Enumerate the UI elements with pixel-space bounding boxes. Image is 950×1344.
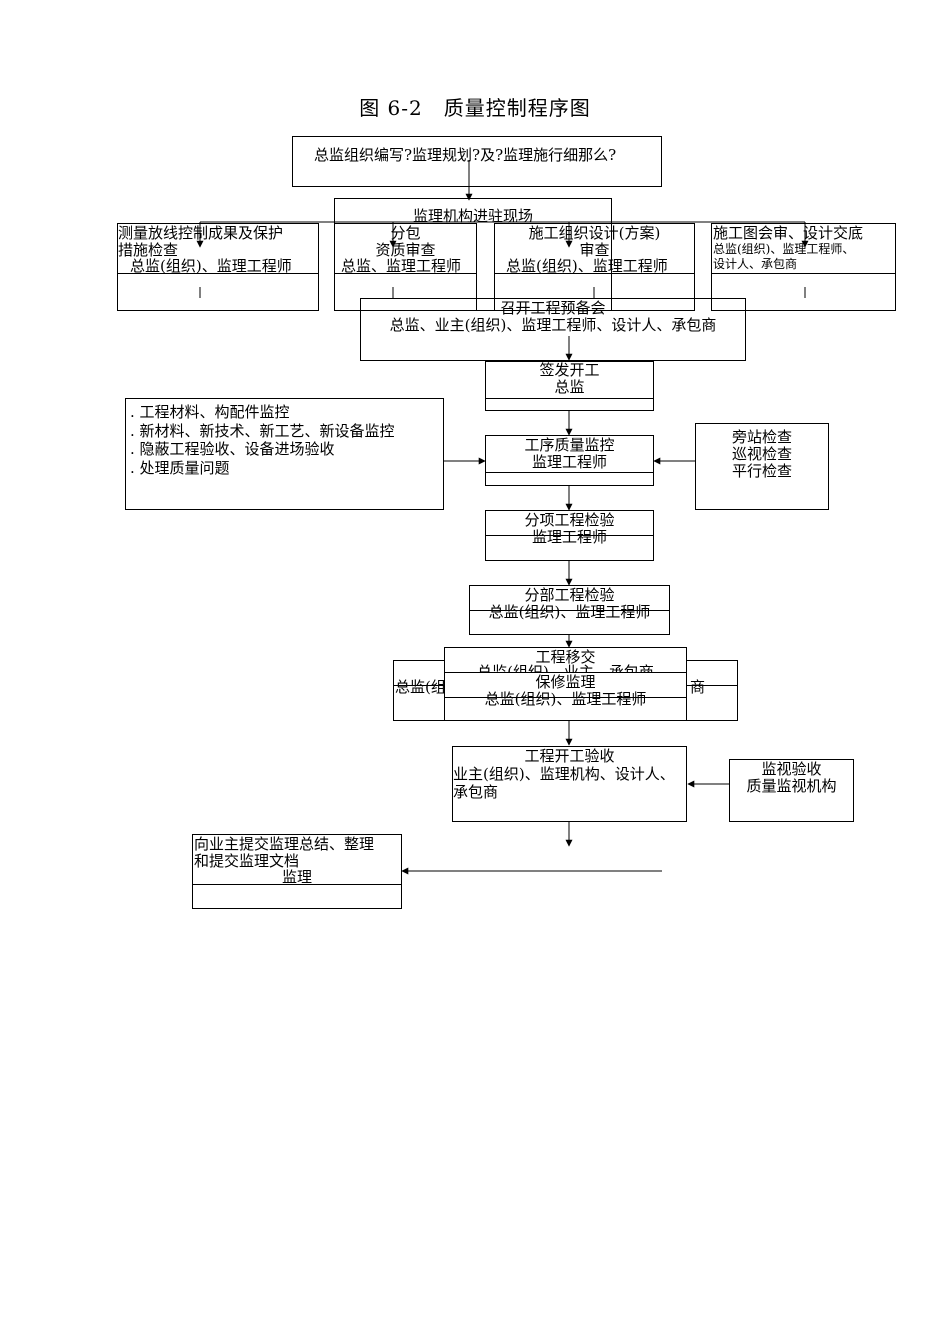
node-survey-check-line1: 测量放线控制成果及保护 <box>118 224 284 242</box>
node-subcontract-review-line2: 资质审查 <box>375 241 436 259</box>
node-issue-start-line1: 签发开工 <box>539 361 600 379</box>
node-handover-role: 总监(组织)、业主、承包商 <box>477 664 654 673</box>
node-preparatory-meeting-role: 总监、业主(组织)、监理工程师、设计人、承包商 <box>389 316 717 334</box>
node-completion-acceptance-role1: 业主(组织)、监理机构、设计人、 <box>453 765 675 783</box>
node-warranty-supervision <box>444 672 687 721</box>
node-material-supervision-item-1: . 新材料、新技术、新工艺、新设备监控 <box>130 422 395 440</box>
node-subcontract-review-role: 总监、监理工程师 <box>341 257 462 275</box>
node-enter-site-text: 监理机构进驻现场 <box>412 207 533 225</box>
node-warranty-supervision-line1: 保修监理 <box>535 673 596 691</box>
node-process-quality-role: 监理工程师 <box>531 453 607 471</box>
node-supervision-acceptance <box>729 759 854 822</box>
node-item-inspection-role: 监理工程师 <box>531 528 607 546</box>
node-survey-check-role: 总监(组织)、监理工程师 <box>130 257 292 275</box>
node-process-quality <box>485 435 654 486</box>
node-material-supervision <box>125 398 444 510</box>
node-submit-summary-line1: 向业主提交监理总结、整理 <box>194 835 375 853</box>
node-issue-start <box>485 361 654 411</box>
node-submit-summary-line2: 和提交监理文档 <box>194 852 300 870</box>
node-item-inspection-line1: 分项工程检验 <box>524 511 615 529</box>
node-preparatory-meeting <box>360 298 746 361</box>
node-drawing-review-role1: 总监(组织)、监理工程师、 <box>713 242 855 256</box>
page-title: 图 6-2 质量控制程序图 <box>359 96 591 120</box>
node-drawing-review-line1: 施工图会审、设计交底 <box>713 224 864 242</box>
node-material-supervision-item-3: . 处理质量问题 <box>130 459 230 477</box>
node-material-supervision-item-2: . 隐蔽工程验收、设备进场验收 <box>130 440 335 458</box>
node-subcontract-review-line1: 分包 <box>390 224 421 242</box>
node-construction-plan-review <box>494 223 695 311</box>
node-handover <box>444 647 687 673</box>
node-supervision-acceptance-line1: 监视验收 <box>761 760 822 778</box>
node-inspections-line1: 旁站检查 <box>731 428 792 446</box>
node-completion-acceptance-role2: 承包商 <box>453 783 499 801</box>
node-completion-acceptance-line1: 工程开工验收 <box>524 747 615 765</box>
node-preparatory-meeting-line1: 召开工程预备会 <box>500 299 606 317</box>
node-warranty-supervision-role: 总监(组织)、监理工程师 <box>484 690 647 708</box>
node-drawing-review-role2: 设计人、承包商 <box>713 257 798 271</box>
node-survey-check-line2: 措施检查 <box>118 241 179 259</box>
node-part-inspection-role: 总监(组织)、监理工程师 <box>488 603 651 621</box>
node-compile-plan-text: 总监组织编写?监理规划?及?监理施行细那么? <box>314 146 617 164</box>
node-handover-right-fragment: 商 <box>690 678 706 696</box>
node-submit-summary-role: 监理 <box>281 868 312 886</box>
node-subcontract-review <box>334 223 477 311</box>
node-construction-plan-review-role: 总监(组织)、监理工程师 <box>506 257 668 275</box>
node-handover-line1: 工程移交 <box>535 648 596 666</box>
node-issue-start-role: 总监 <box>554 378 585 396</box>
node-drawing-review <box>711 223 896 311</box>
node-construction-plan-review-line1: 施工组织设计(方案) <box>528 224 661 242</box>
node-submit-summary <box>192 834 402 909</box>
node-inspections-line3: 平行检查 <box>731 462 792 480</box>
node-handover-left-fragment: 总监(组 <box>395 678 446 696</box>
node-inspections <box>695 423 829 510</box>
node-process-quality-line1: 工序质量监控 <box>524 436 615 454</box>
node-material-supervision-item-0: . 工程材料、构配件监控 <box>130 403 290 421</box>
node-inspections-line2: 巡视检查 <box>731 445 792 463</box>
node-compile-plan <box>292 136 662 187</box>
node-construction-plan-review-line2: 审查 <box>579 241 610 259</box>
node-completion-acceptance <box>452 746 687 822</box>
node-survey-check <box>117 223 319 311</box>
node-supervision-acceptance-role: 质量监视机构 <box>746 777 837 795</box>
node-part-inspection-line1: 分部工程检验 <box>524 586 615 604</box>
